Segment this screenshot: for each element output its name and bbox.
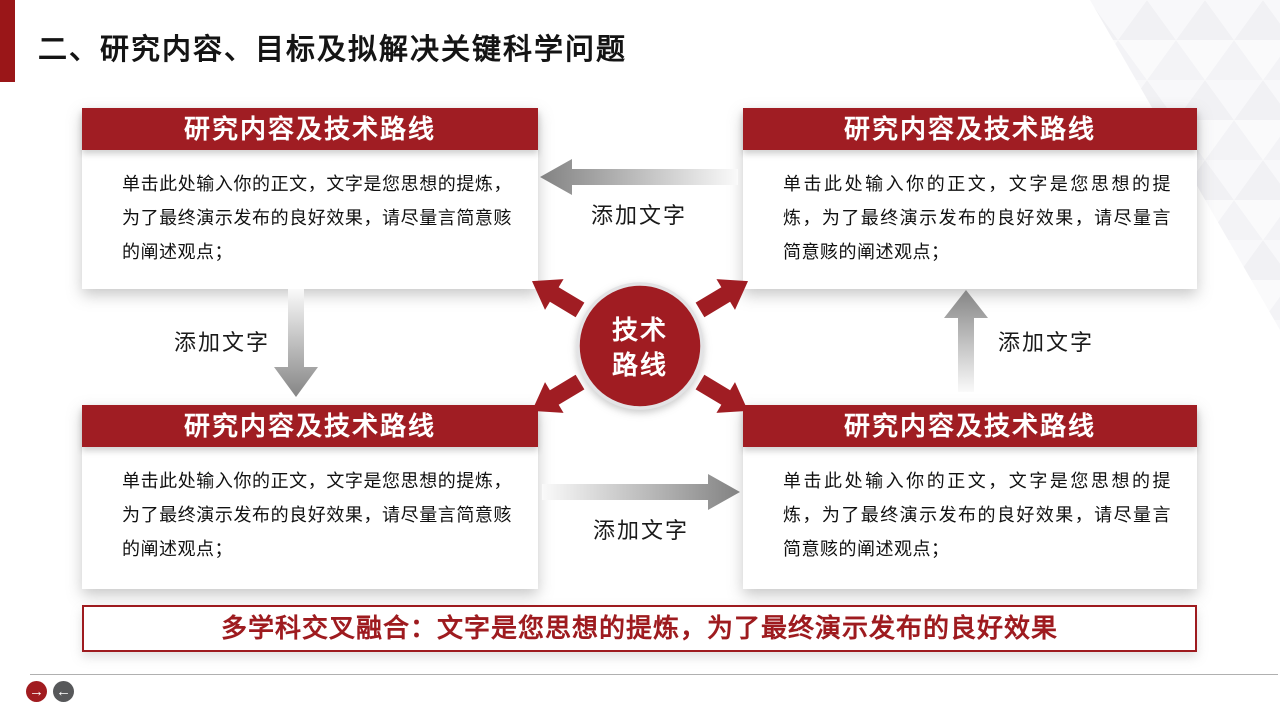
red-arrow-up-right-icon (695, 279, 749, 318)
center-circle-label-line1: 技术 (612, 315, 668, 345)
connector-label-left: 添加文字 (173, 330, 270, 355)
card-header: 研究内容及技术路线 (82, 405, 538, 447)
card-header: 研究内容及技术路线 (743, 405, 1197, 447)
connector-label-top: 添加文字 (590, 203, 687, 228)
gray-arrow-down-icon (274, 289, 318, 397)
prev-slide-button[interactable]: ← (53, 681, 74, 702)
red-arrow-up-left-icon (531, 279, 585, 318)
title-accent-bar (0, 0, 15, 82)
gray-arrow-up-icon (944, 290, 988, 392)
gray-arrow-right-icon (542, 474, 740, 510)
center-circle-label-line2: 路线 (612, 350, 668, 380)
connector-label-right: 添加文字 (997, 330, 1094, 355)
next-slide-button[interactable]: → (26, 681, 47, 702)
content-card-top-right: 研究内容及技术路线 单击此处输入你的正文，文字是您思想的提炼，为了最终演示发布的… (743, 108, 1197, 289)
footer-divider (30, 674, 1278, 675)
card-body-text: 单击此处输入你的正文，文字是您思想的提炼，为了最终演示发布的良好效果，请尽量言简… (122, 471, 512, 559)
red-arrow-down-right-icon (695, 374, 749, 413)
arrow-right-icon: → (29, 683, 44, 700)
card-header: 研究内容及技术路线 (82, 108, 538, 150)
card-header: 研究内容及技术路线 (743, 108, 1197, 150)
arrow-left-icon: ← (56, 683, 71, 700)
connector-label-bottom: 添加文字 (592, 518, 689, 543)
page-title: 二、研究内容、目标及拟解决关键科学问题 (38, 34, 628, 66)
card-body-text: 单击此处输入你的正文，文字是您思想的提炼，为了最终演示发布的良好效果，请尽量言简… (122, 174, 512, 262)
content-card-bottom-right: 研究内容及技术路线 单击此处输入你的正文，文字是您思想的提炼，为了最终演示发布的… (743, 405, 1197, 589)
red-arrow-down-left-icon (531, 374, 585, 413)
card-body-text: 单击此处输入你的正文，文字是您思想的提炼，为了最终演示发布的良好效果，请尽量言简… (783, 471, 1171, 559)
content-card-top-left: 研究内容及技术路线 单击此处输入你的正文，文字是您思想的提炼，为了最终演示发布的… (82, 108, 538, 289)
center-circle (576, 282, 704, 410)
content-card-bottom-left: 研究内容及技术路线 单击此处输入你的正文，文字是您思想的提炼，为了最终演示发布的… (82, 405, 538, 589)
gray-arrow-left-icon (540, 159, 738, 195)
summary-banner: 多学科交叉融合：文字是您思想的提炼，为了最终演示发布的良好效果 (82, 605, 1197, 652)
card-body-text: 单击此处输入你的正文，文字是您思想的提炼，为了最终演示发布的良好效果，请尽量言简… (783, 174, 1171, 262)
center-node: 技术 路线 (531, 279, 749, 413)
